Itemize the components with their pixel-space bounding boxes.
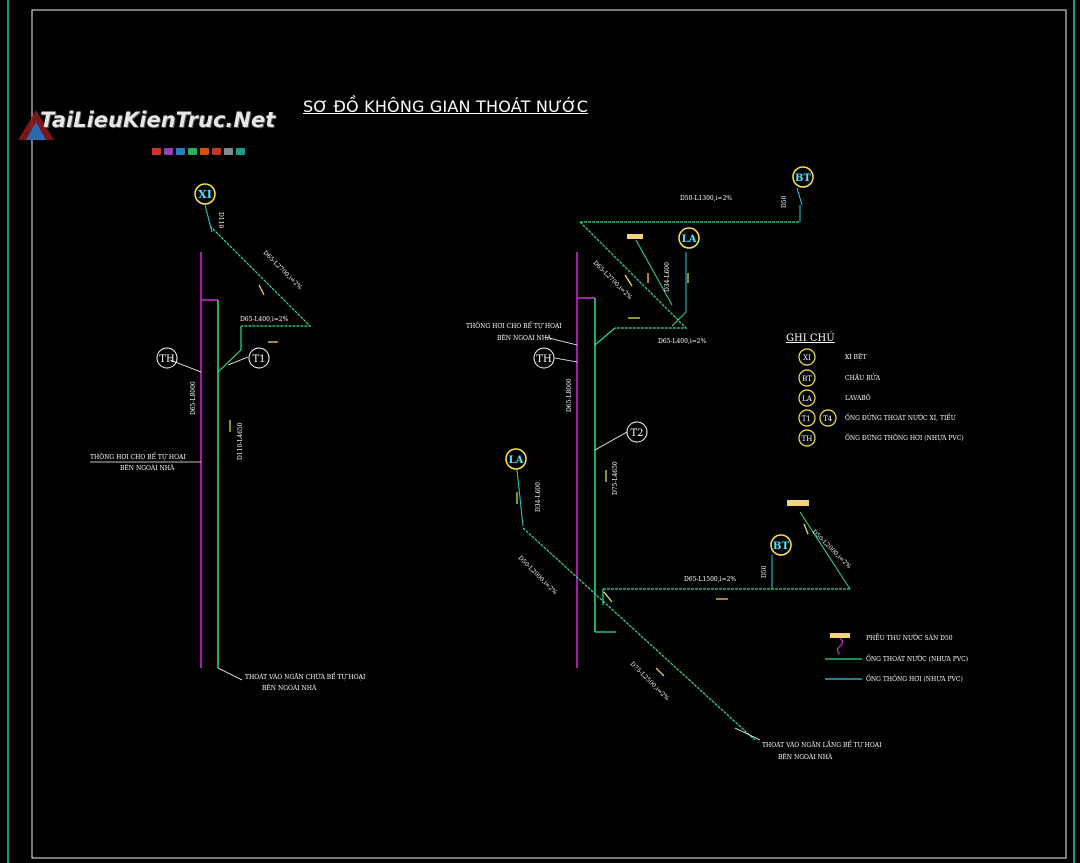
legend-text-xi: XÍ BỆT — [845, 353, 866, 361]
right-label-d50: D50 — [781, 195, 788, 208]
la-lower-fixture-circle — [505, 448, 527, 470]
left-vent-note-2: BÊN NGOÀI NHÀ — [120, 464, 175, 472]
xi-fixture-circle — [194, 183, 216, 205]
bt-lower-fixture-circle — [770, 534, 792, 556]
right-upper-diagonal — [579, 221, 688, 329]
watermark-logo-icon — [18, 110, 54, 140]
legend-symbol-la: LA — [802, 395, 813, 403]
left-outlet-note-1: THOÁT VÀO NGĂN CHỨA BỂ TỰ HOẠI — [245, 673, 366, 681]
right-label-d65-l1500: D65-L1500,i=2% — [684, 576, 736, 583]
legend-symbol-th: TH — [802, 435, 813, 443]
left-label-d110-l4650: D110-L4650 — [237, 422, 244, 460]
right-label-d50-b: D50 — [761, 565, 768, 578]
right-outlet-note-1: THOÁT VÀO NGĂN LẮNG BỂ TỰ HOẠI — [762, 741, 882, 749]
page-title: SƠ ĐỒ KHÔNG GIAN THOÁT NƯỚC — [303, 97, 589, 116]
legend-text-la: LAVABÔ — [845, 394, 871, 402]
left-diagram: XI TH T1 D65-L2700,i=2% D65-L400,i=2% D1… — [90, 183, 366, 692]
legend: GHI CHÚ XI XÍ BỆT BT CHẬU RỬA LA LAVABÔ … — [786, 332, 968, 683]
t1-fixture-circle — [248, 347, 270, 369]
right-diagram: BT LA LA BT TH T2 D50-L1300,i=2% D50 D65… — [466, 166, 882, 761]
right-label-d65-l400: D65-L400,i=2% — [658, 338, 707, 345]
t2-fixture-circle — [626, 421, 648, 443]
left-label-d65-l2700: D65-L2700,i=2% — [262, 249, 304, 291]
legend-symbol-bt: BT — [802, 375, 812, 383]
t2-fixture-label: T2 — [630, 428, 643, 439]
legend-text-t1-t4: ỐNG ĐỨNG THOÁT NƯỚC XÍ, TIỂU — [845, 414, 956, 422]
right-label-d34-l600-b: D34-L600 — [535, 482, 542, 512]
right-label-d50-l2000: D50-L2000,i=2% — [517, 554, 559, 596]
legend-text-bt: CHẬU RỬA — [845, 374, 881, 382]
left-label-d65-l8000: D65-L8000 — [190, 381, 197, 415]
la-upper-fixture-label: LA — [682, 234, 697, 245]
right-vent-note-1: THÔNG HƠI CHO BỂ TỰ HOẠI — [466, 322, 562, 330]
left-outlet-note-2: BÊN NGOÀI NHÀ — [262, 684, 317, 692]
th-right-fixture-circle — [533, 347, 555, 369]
th-fixture-circle — [156, 347, 178, 369]
bt-upper-fixture-circle — [792, 166, 814, 188]
legend-symbol-xi: XI — [803, 354, 811, 362]
t1-fixture-label: T1 — [252, 354, 265, 365]
th-right-fixture-label: TH — [536, 354, 552, 365]
watermark-dots — [152, 140, 248, 159]
legend-symbol-t1-t4: T1 T4 — [802, 415, 833, 423]
th-fixture-label: TH — [159, 354, 175, 365]
right-label-d75-l2500: D75-L2500,i=2% — [629, 660, 671, 702]
right-label-d50-l2000-b: D50-L2000,i=2% — [811, 528, 853, 570]
right-label-d75-l4650: D75-L4650 — [612, 461, 619, 495]
bt-lower-fixture-label: BT — [773, 541, 789, 552]
drawing-frame — [7, 0, 1075, 863]
xi-fixture-label: XI — [198, 188, 212, 201]
right-label-d65-l8000: D65-L8000 — [566, 378, 573, 412]
left-label-d65-l400: D65-L400,i=2% — [240, 316, 289, 323]
legend-drain-pipe: ỐNG THOÁT NƯỚC (NHỰA PVC) — [866, 655, 968, 663]
right-label-d50-l1300: D50-L1300,i=2% — [680, 195, 732, 202]
right-label-d34-l600: D34-L600 — [664, 262, 671, 292]
legend-title: GHI CHÚ — [786, 332, 835, 344]
right-vent-note-2: BÊN NGOÀI NHÀ — [497, 334, 552, 342]
la-upper-fixture-circle — [678, 227, 700, 249]
legend-floor-drain: PHỄU THU NƯỚC SÀN D50 — [866, 633, 953, 642]
right-label-d65-l2700: D65-L2700,i=2% — [592, 259, 634, 301]
legend-text-th: ỐNG ĐỨNG THÔNG HƠI (NHỰA PVC) — [845, 434, 964, 442]
left-wc-drain-pipe — [209, 225, 312, 327]
left-label-d110: D110 — [217, 212, 224, 228]
la-lower-fixture-label: LA — [509, 455, 524, 466]
bt-upper-fixture-label: BT — [795, 173, 811, 184]
watermark-text: TaiLieuKienTruc.Net — [40, 108, 276, 132]
left-vent-note-1: THÔNG HƠI CHO BỂ TỰ HOẠI — [90, 453, 186, 461]
legend-vent-pipe: ỐNG THÔNG HƠI (NHỰA PVC) — [866, 675, 963, 683]
right-outlet-note-2: BÊN NGOÀI NHÀ — [778, 753, 833, 761]
right-lower-diagonal — [522, 527, 756, 741]
